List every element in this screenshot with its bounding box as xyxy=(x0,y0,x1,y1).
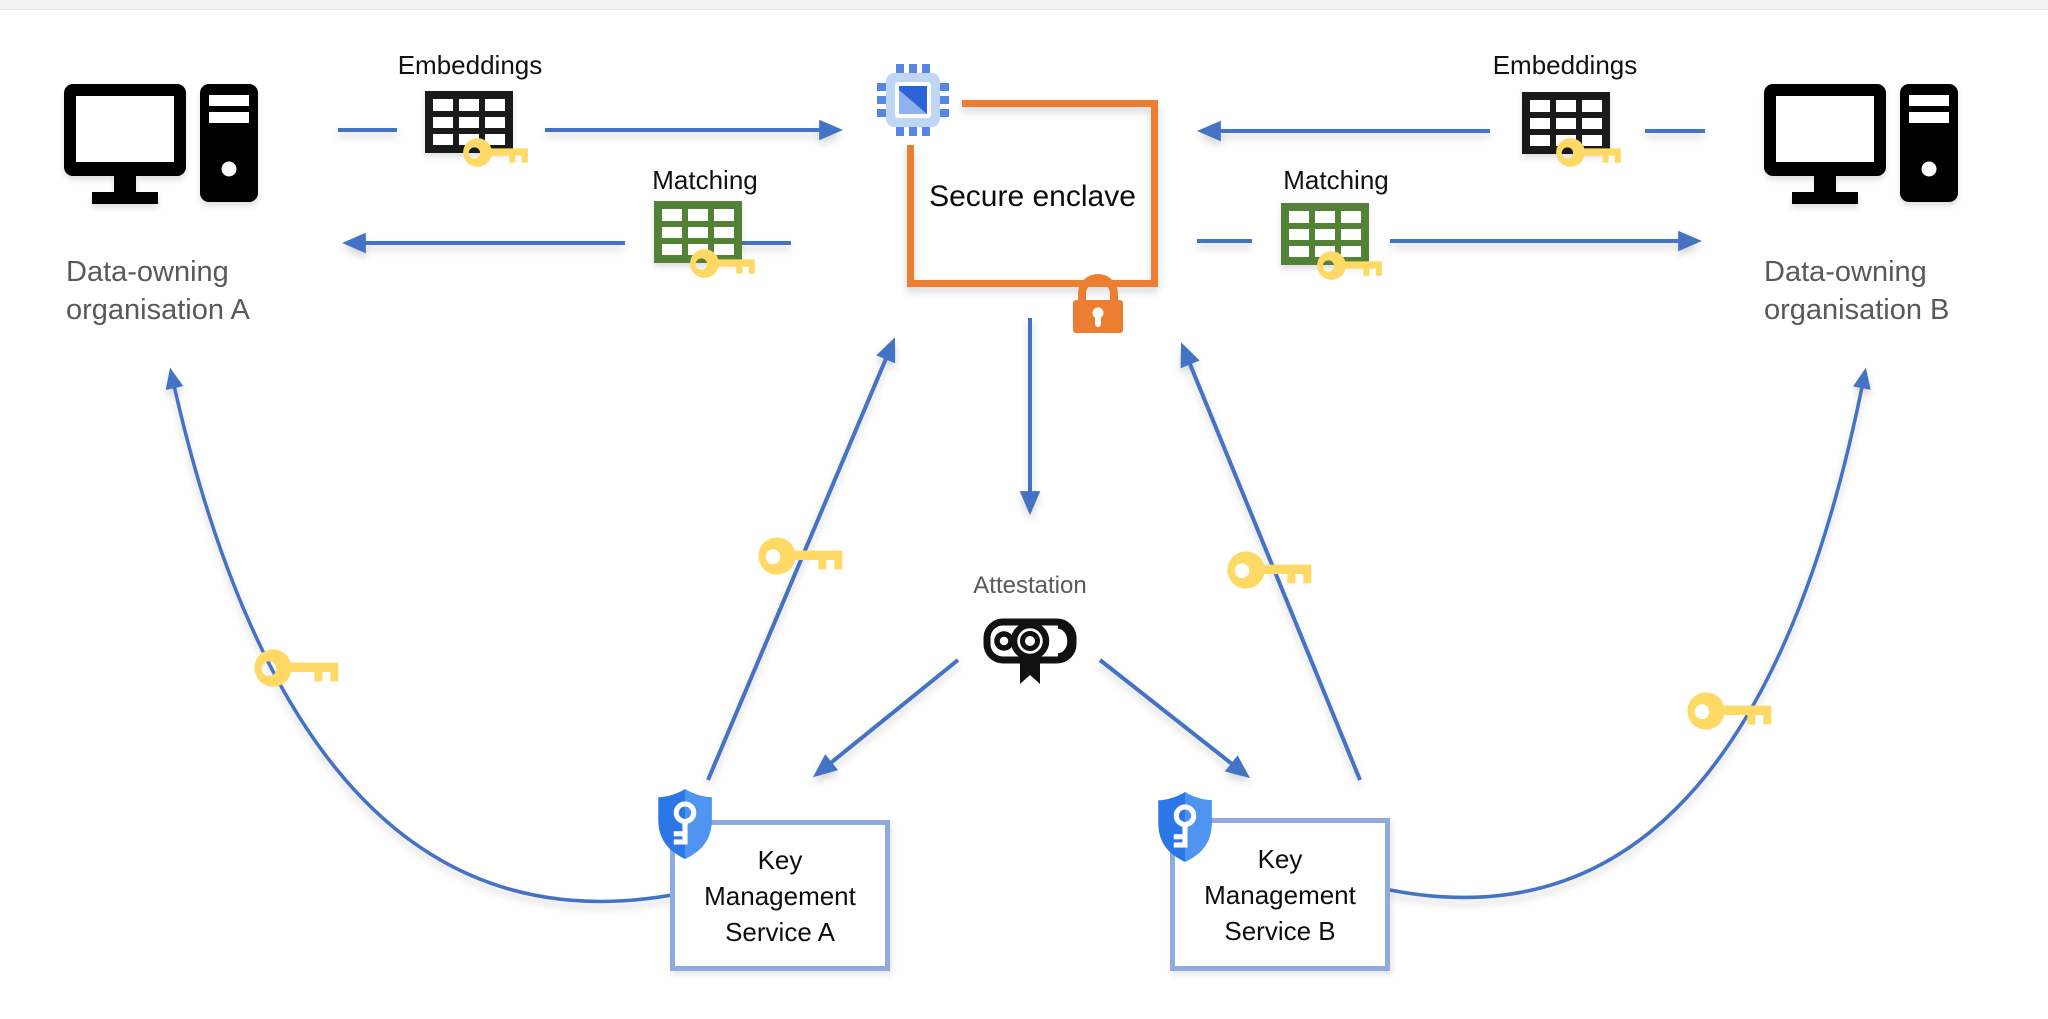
certificate-icon xyxy=(983,618,1077,684)
embeddings-table-icon xyxy=(425,91,513,153)
org-a-label: Data-owning organisation A xyxy=(66,253,326,329)
secure-enclave-label: Secure enclave xyxy=(929,180,1136,213)
shield-key-icon xyxy=(658,789,712,859)
arrow-attestation-to-kms-a xyxy=(813,658,960,778)
computer-icon xyxy=(64,84,258,204)
key-icon xyxy=(463,138,528,167)
key-icon xyxy=(1556,138,1621,167)
arrow-attestation-to-kms-b xyxy=(1098,658,1251,779)
lock-icon xyxy=(1073,274,1123,333)
key-icon xyxy=(1317,251,1382,280)
matching-b-label: Matching xyxy=(1283,165,1389,195)
attestation-label: Attestation xyxy=(973,572,1087,599)
org-b-label-line1: Data-owning xyxy=(1764,256,1927,288)
kms-a-label-line1: Key xyxy=(757,844,803,875)
org-a-label-line2: organisation A xyxy=(66,294,250,326)
curve-kms-b-to-org-b xyxy=(1389,367,1871,900)
arrow-kms-b-to-enclave xyxy=(1180,342,1362,781)
chip-icon xyxy=(877,64,949,136)
embeddings-b-label: Embeddings xyxy=(1492,50,1638,80)
kms-b-label-line2: Management xyxy=(1204,879,1356,910)
window-top-strip xyxy=(0,0,2048,10)
matching-table-icon xyxy=(654,201,742,263)
org-a-label-line1: Data-owning xyxy=(66,256,229,288)
key-icon xyxy=(1227,551,1312,589)
secure-enclave-border xyxy=(907,100,1158,287)
org-b-label: Data-owning organisation B xyxy=(1764,253,2024,329)
key-icon xyxy=(758,537,843,575)
matching-a-label: Matching xyxy=(652,165,758,195)
kms-b-label-line1: Key xyxy=(1257,843,1303,874)
embeddings-a-label: Embeddings xyxy=(397,50,543,80)
computer-icon xyxy=(1764,84,1958,204)
key-icon xyxy=(1687,692,1772,730)
arrow-kms-a-to-enclave xyxy=(706,337,896,781)
kms-a-label-line2: Management xyxy=(704,880,856,911)
kms-a-box: Key Management Service A xyxy=(670,820,890,971)
org-b-label-line2: organisation B xyxy=(1764,294,1950,326)
shield-key-icon xyxy=(1158,792,1212,862)
key-icon xyxy=(254,649,339,687)
matching-table-icon xyxy=(1281,203,1369,265)
key-icon xyxy=(690,249,755,278)
curve-kms-a-to-org-a xyxy=(165,367,673,904)
kms-a-label-line3: Service A xyxy=(725,916,835,947)
kms-b-label-line3: Service B xyxy=(1224,915,1336,946)
